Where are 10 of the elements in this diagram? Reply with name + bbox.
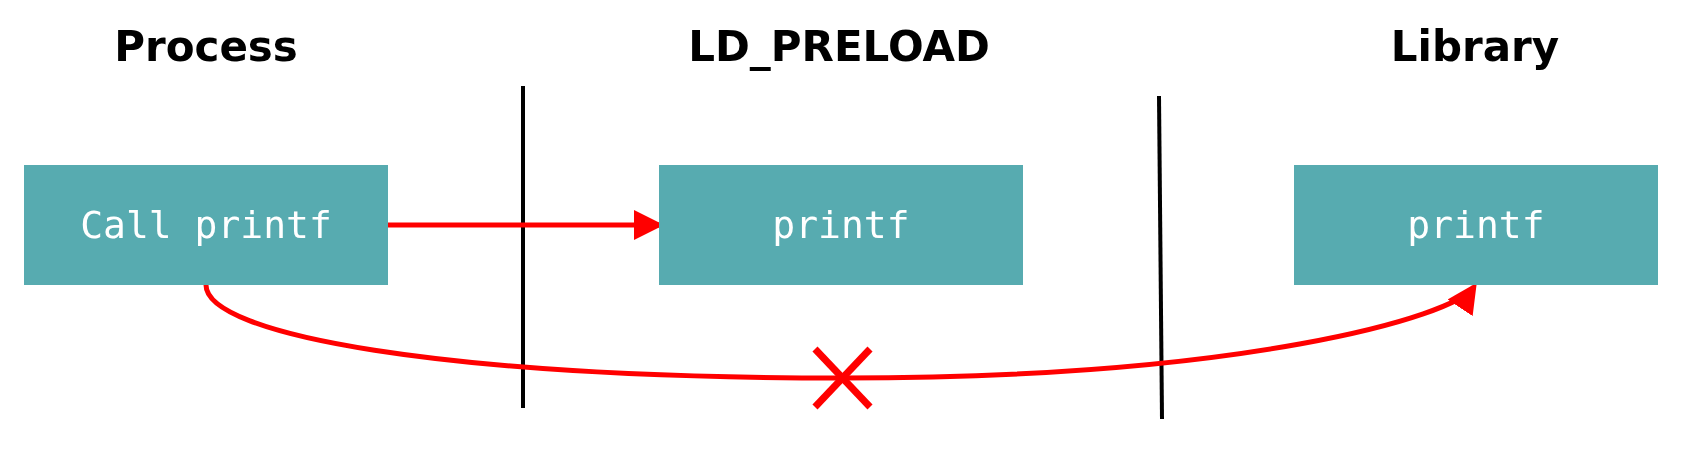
process-box [1294,165,1658,285]
column-heading: Process [114,22,298,71]
function-name: printf [772,203,910,247]
arrow [203,283,1478,381]
process-box [659,165,1023,285]
process-box [24,165,388,285]
function-name: Call printf [80,203,332,247]
column-heading: Library [1390,22,1560,71]
column-heading: LD_PRELOAD [688,22,990,71]
function-name: printf [1407,203,1545,247]
